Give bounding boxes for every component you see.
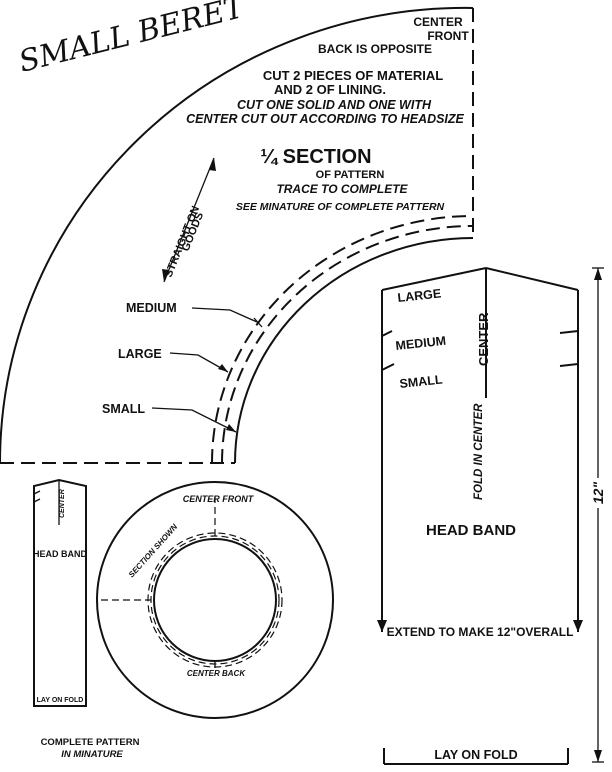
mini-headband-notch-2 — [33, 498, 41, 503]
outer-arc — [0, 6, 474, 464]
headband-top-left — [381, 267, 487, 291]
headband-title: HEAD BAND — [426, 522, 516, 539]
dashed-arc-medium — [211, 215, 474, 464]
small-leader-line — [151, 407, 237, 433]
headband-right-notch-1 — [559, 330, 579, 334]
grainline-arrowhead-top — [209, 158, 216, 171]
headband-large-label: LARGE — [397, 286, 442, 304]
size-medium-label: MEDIUM — [126, 301, 177, 315]
cut-instruction-2: AND 2 OF LINING. — [274, 82, 386, 97]
dimension-top-arrow — [594, 268, 602, 280]
mini-headband-fold-label: LAY ON FOLD — [37, 697, 84, 704]
quarter-section-title: ¼ SECTION — [260, 146, 371, 168]
size-small-label: SMALL — [102, 402, 145, 416]
headband-top-right — [485, 267, 579, 291]
dimension-label: 12" — [590, 482, 606, 505]
cut-instruction-4: CENTER CUT OUT ACCORDING TO HEADSIZE — [186, 112, 464, 126]
grainline-arrowhead-bottom — [162, 269, 169, 282]
see-miniature-label: SEE MINATURE OF COMPLETE PATTERN — [236, 201, 445, 213]
dimension-bottom-arrow — [594, 750, 602, 762]
grainline-arrow — [163, 157, 215, 283]
mini-beret-dashed-ring-1 — [150, 535, 280, 665]
headband-center-label: CENTER — [476, 312, 491, 366]
quarter-section-subtitle: OF PATTERN — [316, 169, 385, 181]
extend-instruction: EXTEND TO MAKE 12"OVERALL — [387, 625, 574, 639]
large-arrowhead — [218, 364, 228, 372]
headband-lay-on-fold-label: LAY ON FOLD — [434, 748, 517, 762]
small-arrowhead — [226, 424, 236, 432]
mini-headband-center-label: CENTER — [59, 489, 66, 518]
mini-center-front-label: CENTER FRONT — [183, 494, 255, 504]
dashed-arc-large — [221, 225, 474, 464]
dimension-label-gap — [590, 478, 606, 508]
trace-label: TRACE TO COMPLETE — [276, 182, 408, 196]
size-large-label: LARGE — [118, 347, 162, 361]
mini-headband-outline — [33, 478, 87, 707]
mini-beret-outer-circle — [96, 481, 334, 719]
miniature-caption-1: COMPLETE PATTERN — [41, 737, 140, 748]
quarter-section: SMALL BERET CENTER FRONT BACK IS OPPOSIT… — [0, 0, 474, 464]
headband-right-arrow — [573, 620, 583, 632]
headband-right-notch-2 — [559, 363, 579, 367]
medium-leader-line — [191, 307, 258, 323]
fold-in-center-label: FOLD IN CENTER — [473, 403, 485, 500]
headband-large-notch — [381, 330, 393, 337]
headband-small-notch — [381, 363, 395, 371]
headband-small-label: SMALL — [399, 373, 444, 391]
cut-instruction-1: CUT 2 PIECES OF MATERIAL — [263, 68, 443, 83]
center-front-label-2: FRONT — [427, 29, 469, 43]
mini-headband-notch-1 — [33, 490, 41, 495]
head-band-large: LARGE MEDIUM SMALL FOLD IN CENTER CENTER… — [377, 267, 606, 765]
large-leader-line — [169, 352, 229, 373]
miniature-caption-2: IN MINATURE — [61, 749, 123, 760]
mini-section-shown-label: SECTION SHOWN — [127, 522, 180, 579]
mini-headband-title: HEAD BAND — [33, 549, 88, 559]
cut-instruction-3: CUT ONE SOLID AND ONE WITH — [237, 98, 432, 112]
back-opposite-label: BACK IS OPPOSITE — [318, 42, 432, 56]
mini-beret-inner-circle — [153, 538, 277, 662]
mini-beret-dashed-ring-2 — [147, 532, 283, 668]
pattern-title: SMALL BERET — [15, 0, 249, 80]
inner-arc-small — [234, 237, 474, 464]
mini-center-back-label: CENTER BACK — [187, 669, 246, 678]
headband-medium-label: MEDIUM — [395, 334, 447, 353]
center-front-label-1: CENTER — [413, 15, 463, 29]
miniature-pattern: CENTER HEAD BAND LAY ON FOLD CENTER FRON… — [33, 478, 334, 760]
medium-tick — [253, 317, 263, 328]
headband-left-arrow — [377, 620, 387, 632]
